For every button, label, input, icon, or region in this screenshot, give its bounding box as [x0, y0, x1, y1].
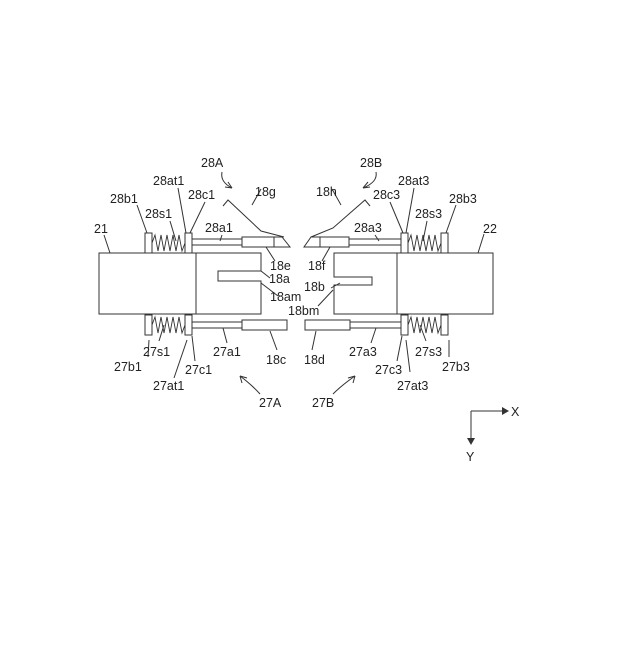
- plate-28c3: [401, 233, 408, 253]
- label-27b3: 27b3: [442, 360, 470, 374]
- slider-18f: [320, 237, 349, 247]
- label-28s3: 28s3: [415, 207, 442, 221]
- stopper-28b3: [441, 233, 448, 253]
- tip-28A: [274, 237, 290, 247]
- axis-y-label: Y: [466, 450, 475, 464]
- spring-28s3: [408, 235, 441, 251]
- label-28c3: 28c3: [373, 188, 400, 202]
- label-21: 21: [94, 222, 108, 236]
- rod-27a3: [350, 322, 401, 328]
- block-21: [99, 253, 196, 314]
- rod-27a1: [192, 322, 242, 328]
- label-28A: 28A: [201, 156, 224, 170]
- label-27s1: 27s1: [143, 345, 170, 359]
- stopper-28b1: [145, 233, 152, 253]
- label-28at1: 28at1: [153, 174, 184, 188]
- label-28c1: 28c1: [188, 188, 215, 202]
- label-28b1: 28b1: [110, 192, 138, 206]
- group-arrows: [222, 172, 377, 394]
- label-18am: 18am: [270, 290, 301, 304]
- rod-28a1: [192, 239, 242, 245]
- slider-18d: [305, 320, 350, 330]
- label-28a1: 28a1: [205, 221, 233, 235]
- tip-28B: [304, 237, 320, 247]
- label-18c: 18c: [266, 353, 286, 367]
- label-27at1: 27at1: [153, 379, 184, 393]
- axis-arrows: [467, 407, 509, 445]
- label-18g: 18g: [255, 185, 276, 199]
- holder-18b: [334, 253, 397, 314]
- slider-18c: [242, 320, 287, 330]
- slider-18e: [242, 237, 274, 247]
- plate-27c3: [401, 315, 408, 335]
- label-27b1: 27b1: [114, 360, 142, 374]
- label-28a3: 28a3: [354, 221, 382, 235]
- stopper-27b3: [441, 315, 448, 335]
- label-18f: 18f: [308, 259, 326, 273]
- plate-27c1: [185, 315, 192, 335]
- stopper-27b1: [145, 315, 152, 335]
- label-27A: 27A: [259, 396, 282, 410]
- label-27a1: 27a1: [213, 345, 241, 359]
- spring-27s1: [152, 317, 185, 333]
- label-18bm: 18bm: [288, 304, 319, 318]
- label-28b3: 28b3: [449, 192, 477, 206]
- label-28at3: 28at3: [398, 174, 429, 188]
- spring-28s1: [152, 235, 185, 251]
- label-27s3: 27s3: [415, 345, 442, 359]
- label-22: 22: [483, 222, 497, 236]
- label-27a3: 27a3: [349, 345, 377, 359]
- label-18d: 18d: [304, 353, 325, 367]
- label-18h: 18h: [316, 185, 337, 199]
- axis-x-label: X: [511, 405, 520, 419]
- label-18a: 18a: [269, 272, 290, 286]
- rod-28a3: [349, 239, 401, 245]
- label-27B: 27B: [312, 396, 334, 410]
- plate-28c1: [185, 233, 192, 253]
- label-28B: 28B: [360, 156, 382, 170]
- block-22: [397, 253, 493, 314]
- holder-18a: [196, 253, 261, 314]
- spring-27s3: [408, 317, 441, 333]
- label-18e: 18e: [270, 259, 291, 273]
- label-28s1: 28s1: [145, 207, 172, 221]
- label-18b: 18b: [304, 280, 325, 294]
- label-27c3: 27c3: [375, 363, 402, 377]
- label-27at3: 27at3: [397, 379, 428, 393]
- label-27c1: 27c1: [185, 363, 212, 377]
